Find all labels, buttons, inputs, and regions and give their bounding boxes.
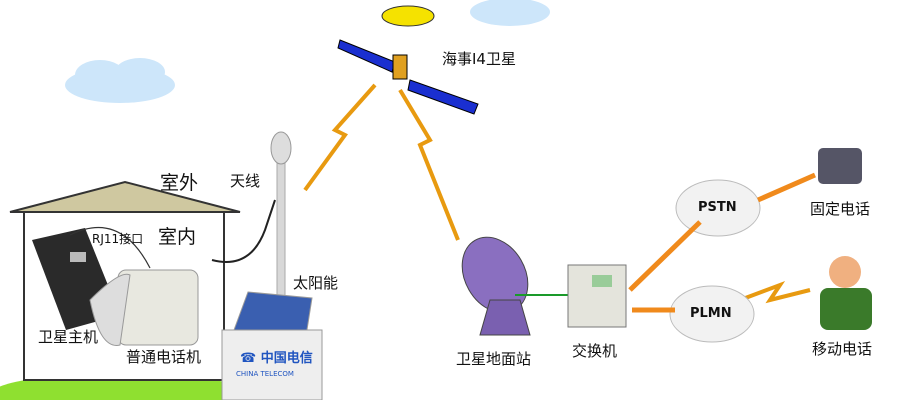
house-roof <box>9 180 241 213</box>
lightning-bolt <box>398 88 460 241</box>
pstn-label: PSTN <box>698 200 737 215</box>
plmn-label: PLMN <box>690 306 732 321</box>
antenna-mast <box>276 139 286 311</box>
satellite-host-label: 卫星主机 <box>38 328 99 346</box>
cloud <box>65 58 175 103</box>
lightning-bolt <box>303 83 377 192</box>
satellite-body <box>392 54 408 80</box>
mobile-user-icon <box>829 256 861 288</box>
switch-label: 交换机 <box>572 342 618 360</box>
phone-label: 普通电话机 <box>126 348 202 366</box>
cloud <box>470 0 550 26</box>
solar-box <box>221 329 323 400</box>
outdoor-label: 室外 <box>160 172 199 194</box>
satellite-panel <box>407 79 479 115</box>
plmn-cloud <box>669 285 755 343</box>
mobile-phone-label: 移动电话 <box>812 340 873 358</box>
china-telecom-en: CHINA TELECOM <box>236 370 294 378</box>
antenna <box>270 131 292 165</box>
desk-phone <box>117 269 199 346</box>
fixed-phone-label: 固定电话 <box>810 200 871 218</box>
indoor-label: 室内 <box>158 226 197 248</box>
satellite-dish <box>381 5 435 27</box>
switch-device <box>567 264 627 328</box>
fixed-phone-icon <box>818 148 862 184</box>
ground-station-label: 卫星地面站 <box>456 350 532 368</box>
solar-label: 太阳能 <box>293 274 339 292</box>
lightning-bolt <box>739 280 811 304</box>
china-telecom-logo: ☎ 中国电信 <box>240 350 313 366</box>
solar-panel <box>233 291 313 337</box>
satellite-label: 海事I4卫星 <box>442 50 516 68</box>
satellite-panel <box>337 39 396 73</box>
link-arrows <box>628 172 817 313</box>
rj11-label: RJ11接口 <box>92 232 144 246</box>
antenna-label: 天线 <box>230 172 261 190</box>
